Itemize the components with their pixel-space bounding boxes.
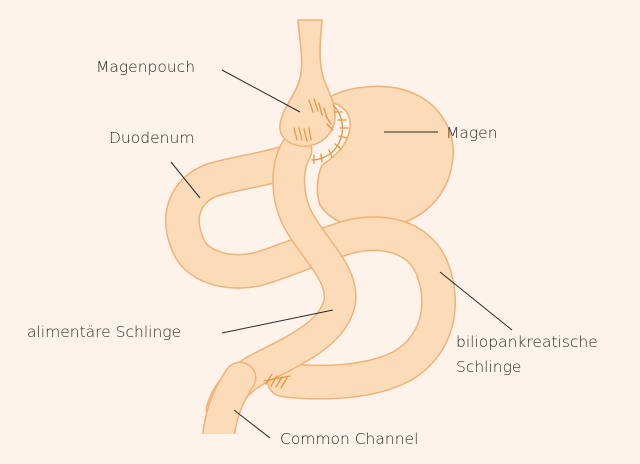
common-channel — [190, 378, 250, 464]
label-magen: Magen — [446, 122, 498, 144]
label-biliopankreatische-line2: Schlinge — [456, 356, 521, 378]
label-duodenum: Duodenum — [109, 127, 194, 149]
label-magenpouch: Magenpouch — [96, 56, 195, 78]
label-biliopankreatische-line1: biliopankreatische — [456, 331, 598, 353]
leader-common-channel — [234, 410, 270, 438]
remnant-stomach — [317, 86, 453, 228]
label-common-channel: Common Channel — [280, 428, 418, 450]
leader-magenpouch — [222, 70, 300, 112]
gastric-pouch — [280, 20, 335, 146]
label-alimentaere-schlinge: alimentäre Schlinge — [27, 321, 181, 343]
